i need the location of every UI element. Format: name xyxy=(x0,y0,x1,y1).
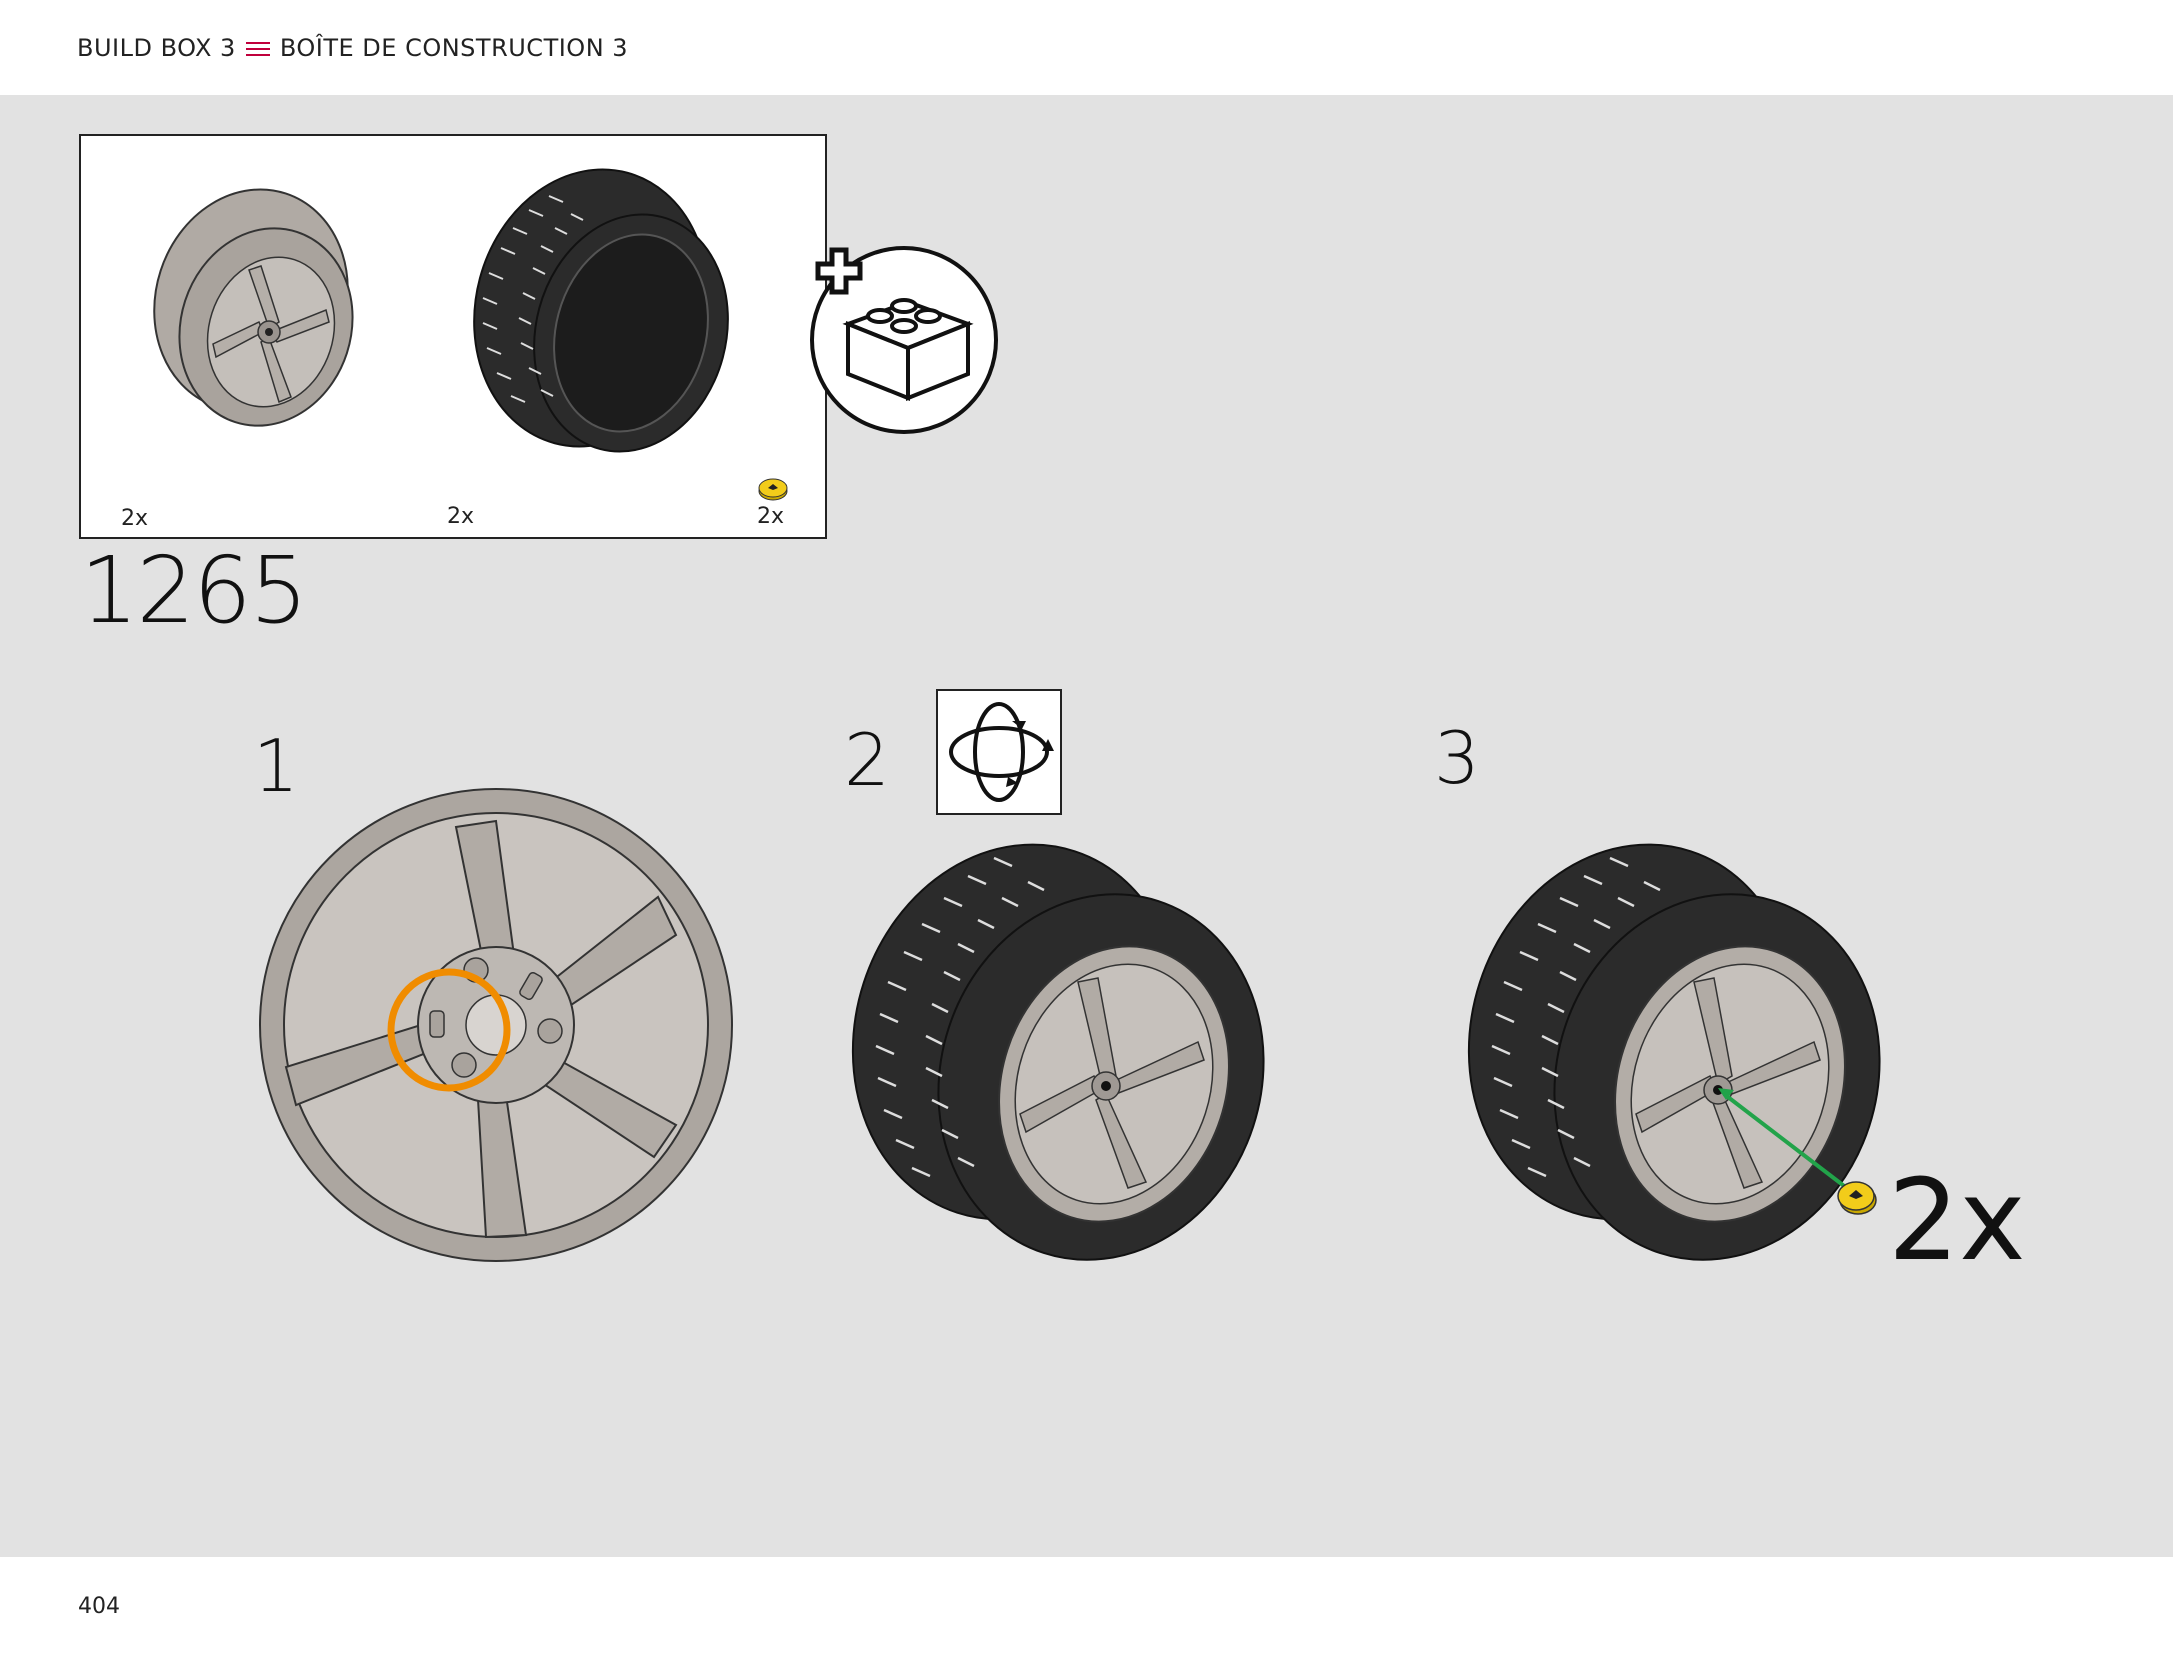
step-1-number: 1 xyxy=(253,724,299,808)
step-3-qty: 2x xyxy=(1888,1156,2026,1286)
step-3-number: 3 xyxy=(1434,716,1480,800)
step-2-number: 2 xyxy=(844,718,890,802)
header-title: BUILD BOX 3 BOÎTE DE CONSTRUCTION 3 xyxy=(77,34,628,62)
header-title-en: BUILD BOX 3 xyxy=(77,34,236,62)
page-footer xyxy=(0,1557,2173,1654)
page-number: 404 xyxy=(78,1594,120,1619)
step-2-wheel-image xyxy=(851,843,1265,1261)
step-3-wheel-image xyxy=(1467,843,1881,1261)
step-id: 1265 xyxy=(80,537,308,644)
rim-icon xyxy=(153,188,354,427)
step-1-rim-image xyxy=(259,788,733,1262)
hubcap-badge-icon xyxy=(758,478,788,501)
rotate-model-icon xyxy=(949,702,1054,802)
add-brick-icon xyxy=(810,246,998,434)
tire-qty: 2x xyxy=(447,504,475,529)
menu-lines-icon xyxy=(245,42,270,56)
rotate-model-box xyxy=(936,689,1062,815)
header-title-fr: BOÎTE DE CONSTRUCTION 3 xyxy=(279,34,629,62)
tire-icon xyxy=(473,168,729,453)
parts-list: 2x 2x 2x xyxy=(79,134,827,539)
hubcap-qty: 2x xyxy=(757,504,785,529)
rim-qty: 2x xyxy=(121,506,149,531)
page-header: BUILD BOX 3 BOÎTE DE CONSTRUCTION 3 xyxy=(0,0,2173,95)
